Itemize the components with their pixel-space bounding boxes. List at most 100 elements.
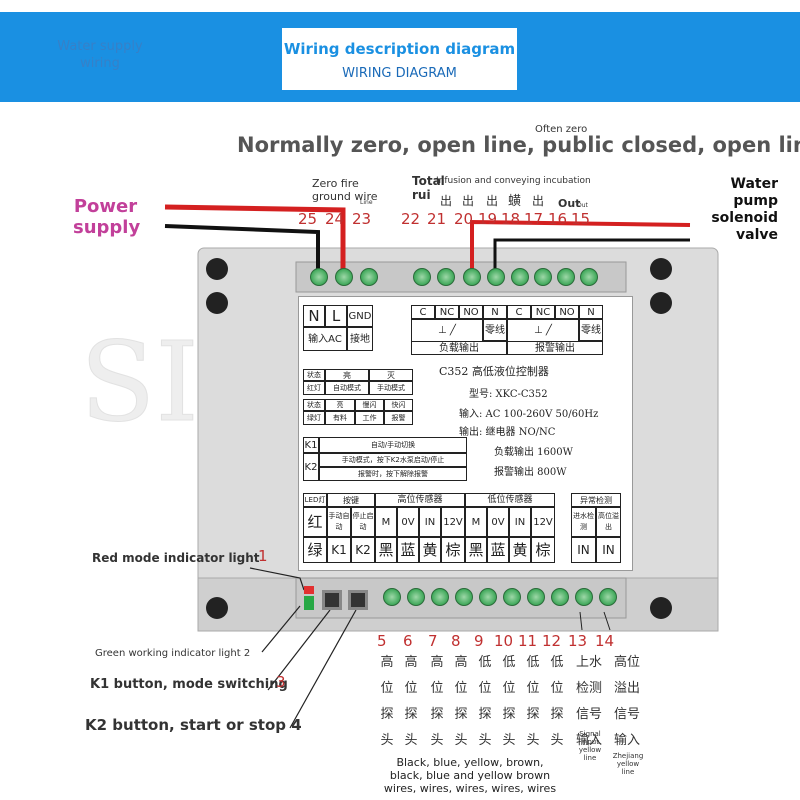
top-num-21: 21 [427, 210, 447, 228]
relay2-c: C [507, 305, 531, 319]
sensor-col-5: 0V [487, 507, 509, 537]
sensor-col-3: 12V [441, 507, 465, 537]
output-line: 输出: 继电器 NO/NC [459, 427, 556, 438]
sensor-col-2: IN [419, 507, 441, 537]
status2-r0: 绿灯 [303, 411, 325, 425]
green-led [304, 596, 314, 610]
red-mode-num: 1 [258, 547, 268, 565]
out-small-label: Out [577, 202, 588, 209]
mount-hole-tl [206, 258, 228, 280]
terminal-19 [487, 268, 505, 286]
bottom-num-8: 8 [451, 632, 461, 650]
k2-button-label: K2 button, start or stop 4 [85, 716, 302, 734]
col13-note: Signal input yellow line [578, 730, 602, 762]
top-num-22: 22 [401, 210, 421, 228]
mount-hole-mr [650, 292, 672, 314]
top-num-20: 20 [454, 210, 474, 228]
inlet-signal-col: 上水检测信号输入 [575, 655, 602, 748]
relay2-no: NO [555, 305, 579, 319]
probe-col-5: 高位探头 [380, 655, 394, 748]
terminal-23 [360, 268, 378, 286]
terminal-25 [310, 268, 328, 286]
terminal-9 [479, 588, 497, 606]
top-num-25: 25 [298, 210, 318, 228]
bottom-num-12: 12 [542, 632, 562, 650]
top-char-0: 出 [440, 194, 453, 208]
manual-auto-cell: 手动自动 [327, 507, 351, 537]
relay1-c: C [411, 305, 435, 319]
relay2-zero-line: 零线 [579, 319, 603, 341]
status2-h3: 快闪 [384, 399, 413, 411]
bottom-num-5: 5 [377, 632, 387, 650]
bottom-num-6: 6 [403, 632, 413, 650]
color-1: 蓝 [397, 537, 419, 563]
sensor-col-7: 12V [531, 507, 555, 537]
sensor-col-6: IN [509, 507, 531, 537]
color-6: 黄 [509, 537, 531, 563]
cell-gnd: GND [347, 305, 373, 327]
terminal-24 [335, 268, 353, 286]
probe-col-12: 低位探头 [550, 655, 564, 748]
line-label: Line [360, 199, 373, 206]
wire-color-caption: Black, blue, yellow, brown, black, blue … [383, 756, 557, 795]
probe-col-9: 低位探头 [478, 655, 492, 748]
k2-cell-b: K2 [351, 537, 375, 563]
relay2-n: N [579, 305, 603, 319]
out-label: Out [558, 197, 581, 210]
bottom-num-13: 13 [568, 632, 588, 650]
top-char-2: 出 [486, 194, 499, 208]
k1-cell: K1 [303, 437, 319, 453]
status2-r2: 工作 [355, 411, 384, 425]
status-h0: 状态 [303, 369, 325, 381]
top-char-3: 蟥 [508, 194, 522, 209]
color-0: 黑 [375, 537, 397, 563]
alarm-output-label: 报警输出 [507, 341, 603, 355]
terminal-7 [431, 588, 449, 606]
led-lamp-h: LED灯 [303, 493, 327, 507]
probe-col-6: 高位探头 [404, 655, 418, 748]
terminal-12 [551, 588, 569, 606]
status-r1c0: 红灯 [303, 381, 325, 395]
terminal-16 [557, 268, 575, 286]
red-cell: 红 [303, 507, 327, 537]
input-line: 输入: AC 100-260V 50/60Hz [459, 409, 599, 420]
top-num-16: 16 [548, 210, 568, 228]
k1-button[interactable] [322, 590, 342, 610]
total-label: Total [412, 174, 445, 188]
probe-col-11: 低位探头 [526, 655, 540, 748]
top-num-23: 23 [352, 210, 372, 228]
status-h1: 亮 [325, 369, 369, 381]
terminal-5 [383, 588, 401, 606]
relay1-zero-line: 零线 [483, 319, 507, 341]
relay1-n: N [483, 305, 507, 319]
high-overflow-cell: 高位溢出 [596, 507, 621, 537]
top-num-18: 18 [501, 210, 521, 228]
status2-h1: 亮 [325, 399, 355, 411]
load-output-label: 负载输出 [411, 341, 507, 355]
relay1-nc: NC [435, 305, 459, 319]
alarm-line: 报警输出 800W [494, 467, 567, 478]
mount-hole-ml [206, 292, 228, 314]
bottom-num-10: 10 [494, 632, 514, 650]
top-char-4: 出 [532, 194, 545, 208]
green-work-label: Green working indicator light 2 [95, 648, 251, 659]
mount-hole-tr [650, 258, 672, 280]
k2-button[interactable] [348, 590, 368, 610]
relay1-no: NO [459, 305, 483, 319]
terminal-11 [527, 588, 545, 606]
probe-col-7: 高位探头 [430, 655, 444, 748]
top-char-1: 出 [462, 194, 475, 208]
relay1-symbol: ⊥ ╱ [411, 319, 483, 341]
k1-desc: 自动/手动切换 [319, 437, 467, 453]
probe-col-8: 高位探头 [454, 655, 468, 748]
mount-hole-br [650, 597, 672, 619]
k1-cell-b: K1 [327, 537, 351, 563]
in-cell-1: IN [571, 537, 596, 563]
status2-r3: 报警 [384, 411, 413, 425]
button-h: 按键 [327, 493, 375, 507]
model-line: 型号: XKC-C352 [469, 389, 548, 400]
banner-title: Wiring description diagram [283, 40, 516, 58]
bottom-num-9: 9 [474, 632, 484, 650]
terminal-6 [407, 588, 425, 606]
mount-hole-bl [206, 597, 228, 619]
